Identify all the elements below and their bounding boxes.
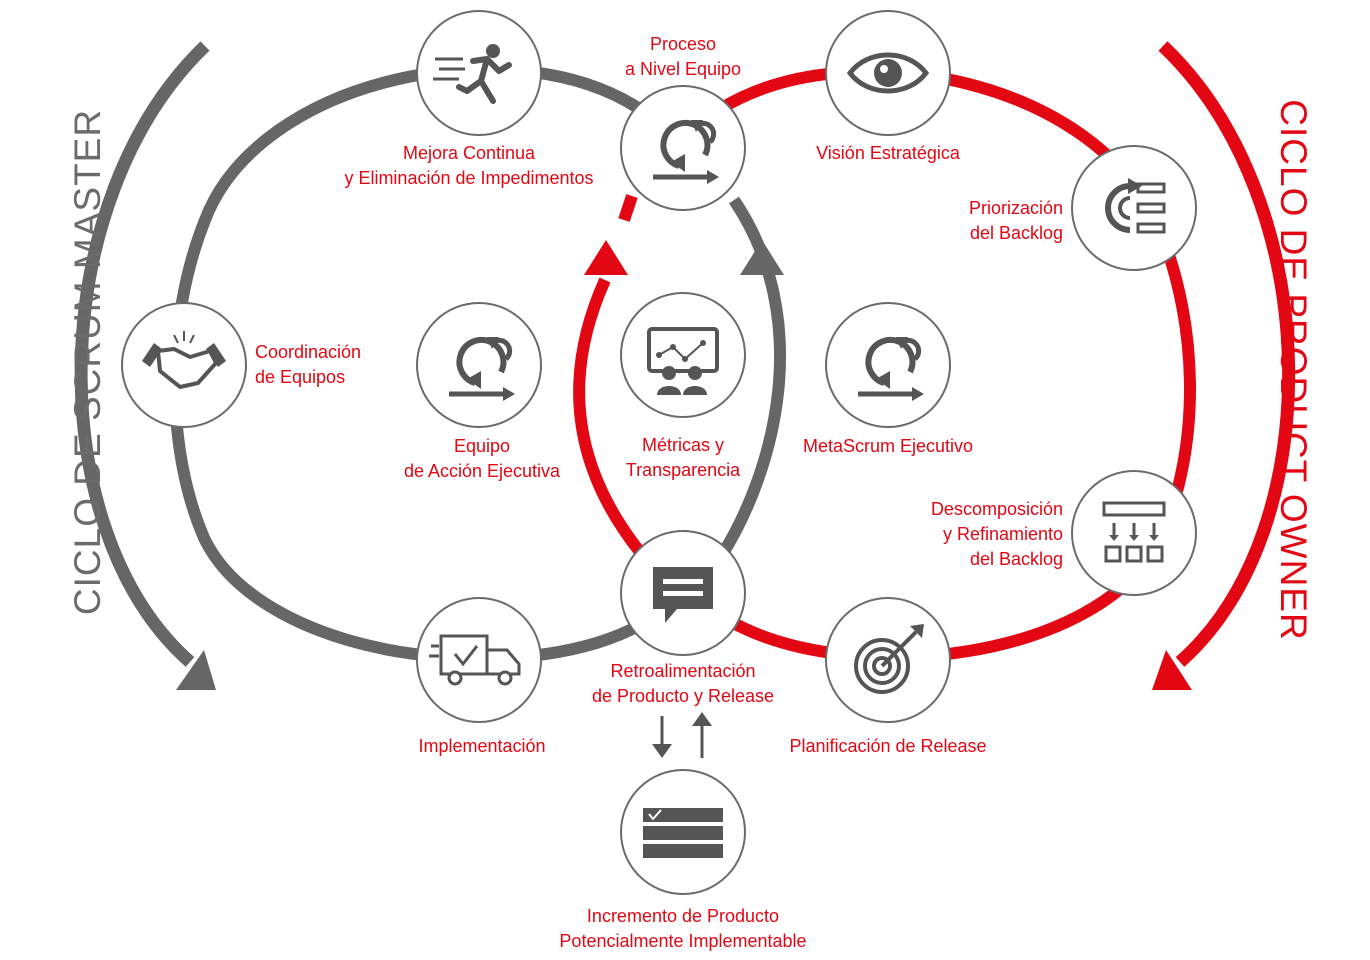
node-equipo-accion-circle bbox=[416, 302, 542, 428]
product-owner-cycle-title: CICLO DE PRODUCT OWNER bbox=[1273, 99, 1314, 641]
product-owner-outer-arrow bbox=[1152, 41, 1295, 690]
gray-up-arrowhead bbox=[740, 240, 784, 275]
metascrum-label: MetaScrum Ejecutivo bbox=[802, 436, 974, 456]
node-mejora-circle bbox=[416, 10, 542, 136]
eye-icon bbox=[846, 52, 930, 94]
scrum-master-outer-arrow bbox=[74, 41, 216, 690]
planificacion-label: Planificación de Release bbox=[789, 736, 987, 756]
node-implementacion-circle bbox=[416, 597, 542, 723]
running-person-icon bbox=[433, 44, 512, 104]
node-proceso-circle bbox=[620, 85, 746, 211]
target-icon bbox=[854, 624, 924, 694]
implementacion-label: Implementación bbox=[418, 736, 546, 756]
red-up-arrowhead bbox=[584, 240, 628, 275]
delivery-truck-icon bbox=[429, 634, 521, 686]
feedback-chat-icon bbox=[653, 567, 713, 623]
increment-flow-arrows bbox=[652, 712, 712, 758]
node-coordinacion-circle bbox=[121, 302, 247, 428]
backlog-priority-icon bbox=[1105, 178, 1166, 234]
backlog-decomposition-icon bbox=[1102, 501, 1166, 563]
vision-label: Visión Estratégica bbox=[816, 143, 960, 163]
node-metricas-circle bbox=[620, 292, 746, 418]
node-priorizacion-circle bbox=[1071, 145, 1197, 271]
product-increment-icon bbox=[643, 808, 723, 858]
node-metascrum-circle bbox=[825, 302, 951, 428]
metrics-board-icon bbox=[647, 327, 719, 395]
scrum-master-cycle-title: CICLO DE SCRUM MASTER bbox=[67, 108, 108, 616]
handshake-icon bbox=[142, 331, 226, 389]
